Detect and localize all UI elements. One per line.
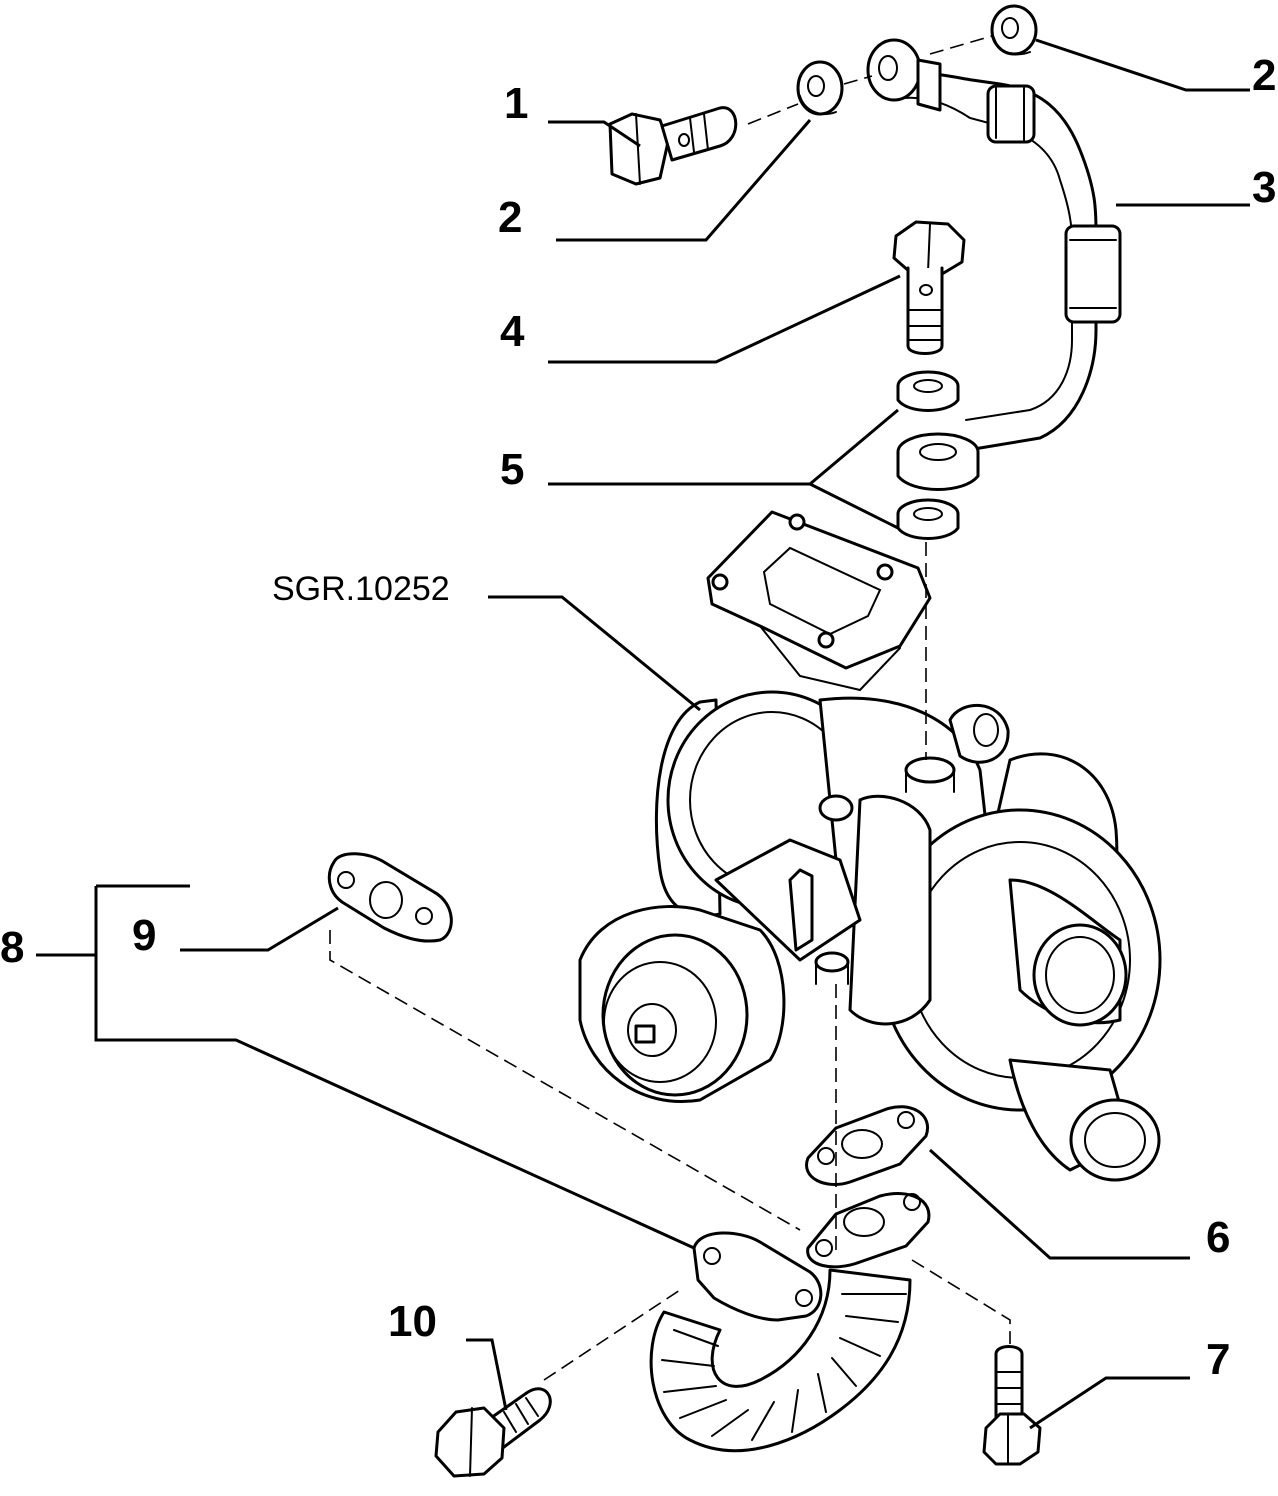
callout-8: 8 [0, 923, 24, 972]
callout-2b: 2 [1252, 51, 1276, 100]
sealing-washer-icon [990, 4, 1038, 56]
washer-icon [896, 370, 960, 412]
callout-9: 9 [132, 911, 156, 960]
turbocharger-icon [578, 510, 1162, 1182]
drawing-reference: SGR.10252 [272, 570, 450, 608]
oil-return-hose-icon [649, 1192, 931, 1453]
callout-3: 3 [1252, 163, 1276, 212]
bolt-icon [434, 1387, 552, 1478]
sealing-washer-icon [796, 60, 844, 116]
screw-icon [982, 1345, 1042, 1466]
callout-1: 1 [504, 79, 528, 128]
callout-2a: 2 [498, 193, 522, 242]
callout-6: 6 [1206, 1213, 1230, 1262]
gasket-icon [327, 852, 453, 943]
leader-lines [36, 38, 1250, 1430]
hollow-bolt-icon [892, 220, 966, 355]
callout-4: 4 [500, 307, 525, 356]
callout-7: 7 [1206, 1335, 1230, 1384]
callout-5: 5 [500, 445, 524, 494]
callout-10: 10 [388, 1297, 437, 1346]
washer-icon [896, 498, 960, 540]
callout-labels: 1 2 2 3 4 5 6 7 8 9 10 SGR.10252 [0, 51, 1276, 1384]
oil-feed-pipe-icon [866, 38, 1122, 491]
flange-gasket-icon [805, 1105, 930, 1186]
banjo-bolt-icon [608, 106, 738, 186]
assembly-dashed-lines [329, 35, 1011, 1381]
